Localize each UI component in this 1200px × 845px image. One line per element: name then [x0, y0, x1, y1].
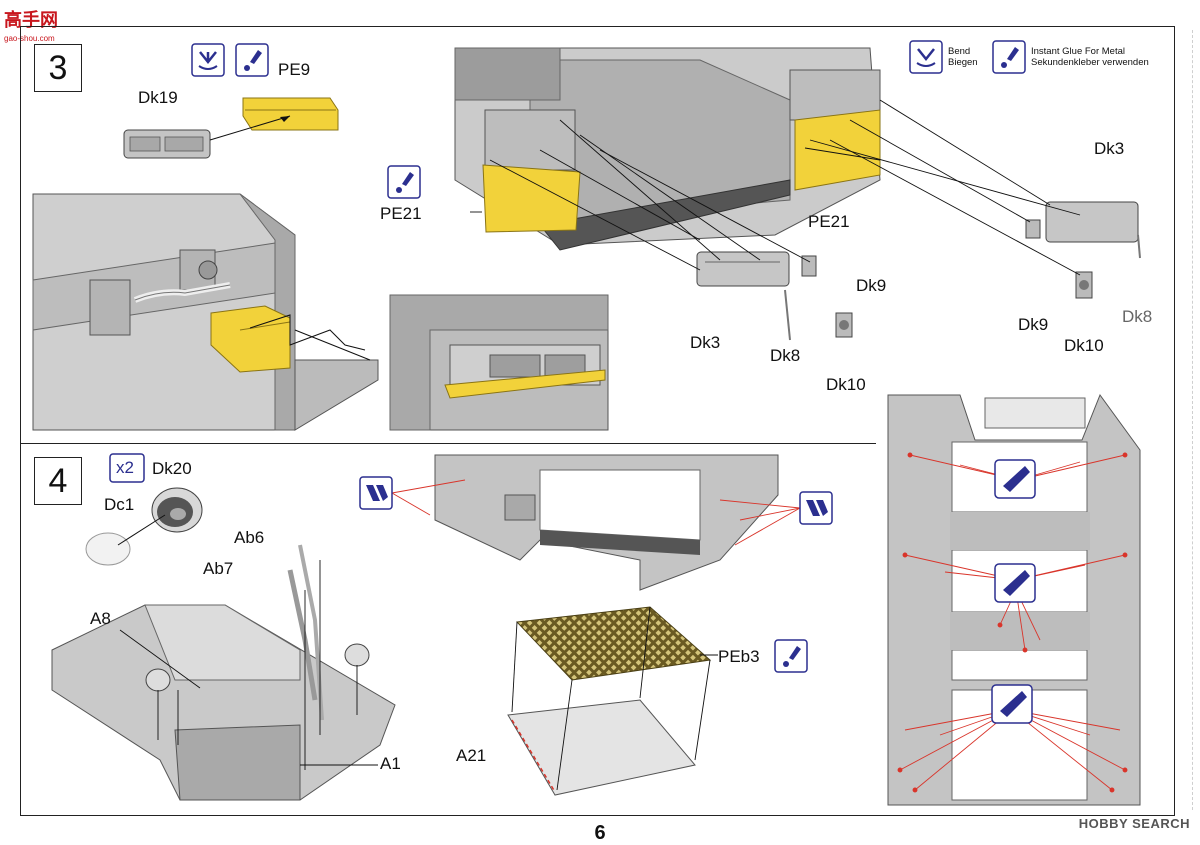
label-pe21-right: PE21 — [808, 212, 850, 231]
legend-bend-de: Biegen — [948, 57, 978, 68]
dk19-part — [123, 129, 211, 159]
glue-icon-peb3 — [774, 639, 808, 673]
dc1-lens — [85, 532, 131, 566]
mesh-arrows — [511, 606, 718, 791]
flag-leader-lines — [391, 479, 801, 546]
label-dk20: Dk20 — [152, 459, 192, 478]
site-logo-subtext: gao-shou.com — [4, 34, 55, 43]
hobby-search-watermark: HOBBY SEARCH — [1078, 816, 1190, 831]
weld-icon-2 — [994, 563, 1036, 603]
a21-plate — [507, 699, 696, 796]
front-hull — [51, 544, 396, 801]
legend-bend-text: Bend Biegen — [948, 46, 978, 68]
peb3-mesh — [515, 606, 712, 681]
quantity-badge — [109, 453, 145, 483]
legend-glue-en: Instant Glue For Metal — [1031, 46, 1125, 57]
step-divider — [20, 443, 876, 444]
cement-flag-icon-right — [799, 491, 833, 525]
glue-icon — [235, 43, 269, 77]
label-pe9: PE9 — [278, 60, 311, 79]
hull-floor-frame — [434, 454, 779, 591]
glue-icon-pe21 — [387, 165, 421, 199]
label-dk9-middle: Dk9 — [856, 276, 887, 295]
dk3-middle-part — [696, 251, 853, 341]
label-dc1: Dc1 — [104, 495, 135, 514]
legend-glue-icon — [992, 40, 1026, 74]
quantity-label: x2 — [116, 458, 134, 477]
cement-flag-icon-left — [359, 476, 393, 510]
dk3-right-part — [1025, 201, 1141, 299]
label-a8: A8 — [90, 609, 111, 628]
page-number: 6 — [594, 822, 606, 844]
site-logo: 高手网 gao-shou.com — [4, 6, 58, 50]
legend-glue-de: Sekundenkleber verwenden — [1031, 57, 1149, 68]
rear-hull — [454, 47, 881, 251]
page-frame — [20, 26, 1175, 816]
label-dk3-right: Dk3 — [1094, 139, 1125, 158]
dk20-headlight — [151, 487, 203, 533]
weld-icon-1 — [994, 459, 1036, 499]
step-3-number: 3 — [34, 44, 82, 92]
legend-bend-en: Bend — [948, 46, 971, 57]
label-dk3-middle: Dk3 — [690, 333, 721, 352]
bend-icon — [191, 43, 225, 77]
legend-glue-text: Instant Glue For Metal Sekundenkleber ve… — [1031, 46, 1149, 68]
label-dk19: Dk19 — [138, 88, 178, 107]
label-a21: A21 — [456, 746, 487, 765]
step4-front-arrows — [119, 560, 378, 770]
label-dk8-middle: Dk8 — [770, 346, 801, 365]
label-dk8-right: Dk8 — [1122, 307, 1153, 326]
label-pe21-left: PE21 — [380, 204, 422, 223]
label-a1: A1 — [380, 754, 401, 773]
step-4-number: 4 — [34, 457, 82, 505]
weld-icon-3 — [991, 684, 1033, 724]
pe9-part — [242, 97, 339, 131]
step3-leader-lines — [470, 99, 1081, 276]
site-logo-text: 高手网 — [4, 10, 58, 30]
hull-detail-closeup — [389, 294, 609, 431]
label-ab7: Ab7 — [203, 559, 234, 578]
legend-bend-icon — [909, 40, 943, 74]
label-dk10-middle: Dk10 — [826, 375, 866, 394]
label-peb3: PEb3 — [718, 647, 760, 666]
label-dk10-right: Dk10 — [1064, 336, 1104, 355]
hull-closeup — [32, 193, 379, 431]
label-dk9-right: Dk9 — [1018, 315, 1049, 334]
label-ab6: Ab6 — [234, 528, 265, 547]
right-fold-line — [1192, 30, 1193, 810]
